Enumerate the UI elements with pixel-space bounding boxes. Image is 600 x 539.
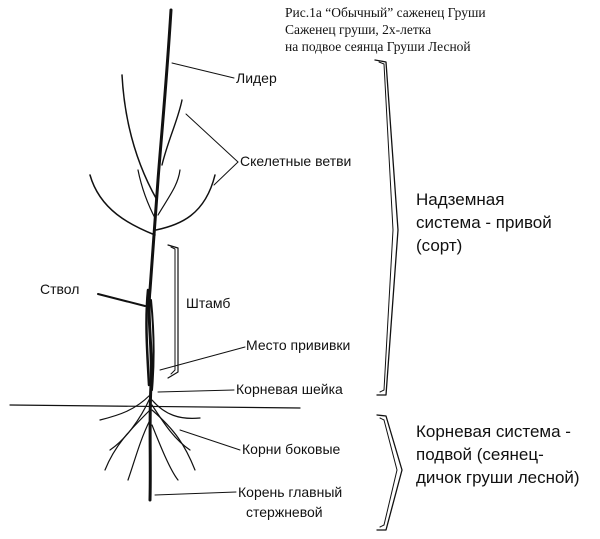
leader-line-leader — [171, 62, 235, 79]
bracket-below — [376, 414, 403, 531]
root-system — [99, 394, 201, 481]
leader-line-lateral — [179, 429, 241, 451]
leader-line-skeletal-1 — [185, 113, 239, 163]
section-below-line-1: Корневая система - — [416, 422, 571, 441]
figure-caption: Рис.1а “Обычный” саженец Груши Саженец г… — [285, 4, 595, 55]
section-above-line-3: (сорт) — [416, 236, 463, 255]
leader-line-collar — [157, 389, 235, 393]
caption-line-1: Рис.1а “Обычный” саженец Груши — [285, 5, 486, 20]
section-above-ground: Надземная система - привой (сорт) — [416, 188, 552, 257]
leader-line-trunk — [97, 293, 146, 307]
label-main-root-1: Корень главный — [238, 484, 343, 500]
label-graft-site: Место прививки — [246, 337, 351, 353]
section-below-line-3: дичок груши лесной) — [416, 468, 580, 487]
branch-left-upper — [121, 74, 158, 201]
shtamb-bracket — [167, 244, 179, 379]
section-root-system: Корневая система - подвой (сеянец- дичок… — [416, 420, 580, 489]
label-leader: Лидер — [236, 70, 277, 86]
branch-left-lower — [89, 174, 156, 236]
section-above-line-2: система - привой — [416, 213, 552, 232]
label-lateral-roots: Корни боковые — [242, 441, 341, 457]
branch-right-upper — [161, 99, 183, 166]
label-main-root-2: стержневой — [246, 504, 323, 520]
trunk-stem — [147, 8, 173, 502]
leader-line-graft — [159, 346, 246, 371]
leader-line-skeletal-2 — [213, 161, 239, 186]
bracket-above — [374, 59, 399, 396]
caption-line-2: Саженец груши, 2х-летка — [285, 22, 432, 37]
section-below-line-2: подвой (сеянец- — [416, 445, 544, 464]
leader-line-main-root — [154, 491, 237, 496]
label-trunk: Ствол — [40, 281, 80, 297]
section-above-line-1: Надземная — [416, 190, 505, 209]
caption-line-3: на подвое сеянца Груши Лесной — [285, 39, 471, 54]
ground-line — [9, 404, 301, 409]
label-shtamb: Штамб — [186, 295, 231, 311]
branch-right-lower — [155, 174, 216, 231]
label-skeletal-branches: Скелетные ветви — [240, 153, 352, 169]
label-root-collar: Корневая шейка — [236, 381, 343, 397]
